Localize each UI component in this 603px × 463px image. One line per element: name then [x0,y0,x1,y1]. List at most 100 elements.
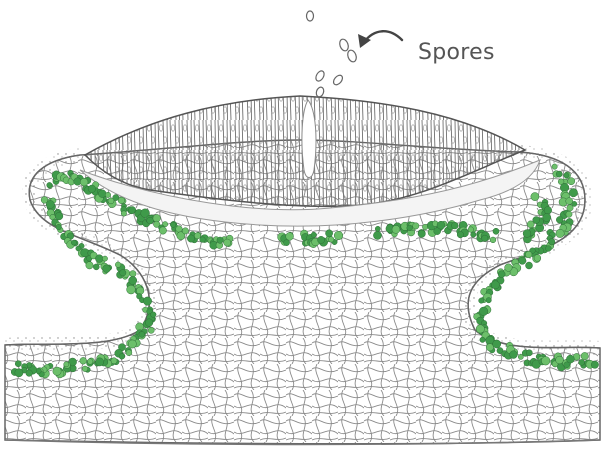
algal-cell [373,231,381,239]
algal-cell [493,340,501,348]
algal-cell [566,355,574,363]
algal-cell [510,351,518,359]
algal-cell [119,354,125,360]
algal-cell [71,240,76,245]
algal-cell [556,356,564,364]
algal-cell [182,228,188,234]
algal-cell [15,361,21,367]
algal-cell [145,319,153,327]
algal-cell [80,357,87,364]
algal-cell [120,270,126,276]
algal-cell [581,352,588,359]
algal-cell [526,262,533,269]
algal-cell [579,359,585,365]
algal-cell [490,237,496,243]
algal-cell [591,361,598,368]
algal-cell [546,246,552,252]
algal-cell [457,232,463,238]
algal-cell [55,212,63,220]
algal-cell [328,237,334,243]
algal-cell [526,350,532,356]
algal-cell [534,255,541,262]
algal-cell [64,362,69,367]
spores-arrow [358,31,402,48]
algal-cell [88,185,96,193]
algal-cell [159,227,166,234]
algal-cell [139,332,145,338]
algal-cell [519,257,526,264]
algal-cell [569,189,577,197]
spores-label: Spores [418,40,495,65]
algal-cell [130,271,136,277]
algal-cell [170,222,175,227]
algal-cell [147,217,154,224]
algal-cell [491,281,499,289]
algal-cell [53,367,61,375]
algal-cell [80,178,88,186]
algal-cell [96,358,104,366]
algal-cell [129,276,137,284]
algal-cell [121,211,126,216]
algal-cell [326,230,333,237]
algal-cell [128,340,136,348]
algal-cell [541,357,550,366]
spores [307,11,358,98]
algal-cell [413,223,419,229]
algal-cell [375,226,380,231]
algal-cell [98,190,106,198]
algal-cell [564,173,569,178]
algal-cell [127,285,136,294]
algal-cell [151,312,157,318]
algal-cell [505,264,513,272]
algal-cell [566,211,572,217]
algal-cell [311,232,316,237]
algal-cell [176,226,183,233]
algal-cell [126,350,132,356]
algal-cell [115,262,121,268]
algal-cell [95,255,103,263]
algal-cell [82,366,88,372]
algal-cell [87,359,93,365]
algal-cell [148,327,154,333]
algal-cell [86,262,93,269]
algal-cell [136,287,144,295]
algal-cell [556,171,562,177]
algal-cell [479,307,488,316]
algal-cell [471,232,476,237]
algal-cell [482,235,488,241]
algal-cell [284,240,290,246]
algal-cell [498,271,505,278]
algal-cell [486,298,491,303]
algal-cell [194,233,200,239]
algal-cell [468,227,474,233]
algal-cell [480,337,485,342]
algal-cell [102,256,107,261]
algal-cell [118,197,125,204]
algal-cell [493,228,499,234]
algal-cell [531,193,539,201]
algal-cell [105,192,110,197]
algal-cell [15,369,23,377]
algal-cell [56,224,62,230]
algal-cell [103,265,111,273]
algal-cell [93,264,99,270]
algal-cell [46,200,54,208]
algal-cell [217,237,223,243]
algal-cell [108,198,114,204]
algal-cell [286,233,294,241]
algal-cell [451,222,458,229]
algal-cell [479,298,484,303]
algal-cell [143,297,151,305]
algal-cell [418,230,425,237]
algal-cell [549,239,555,245]
algal-cell [568,178,575,185]
algal-cell [318,236,325,243]
algal-cell [437,221,445,229]
algal-cell [556,229,564,237]
algal-cell [556,216,563,223]
algal-cell [525,251,532,258]
algal-cell [552,164,557,169]
algal-cell [200,237,206,243]
algal-cell [476,325,484,333]
